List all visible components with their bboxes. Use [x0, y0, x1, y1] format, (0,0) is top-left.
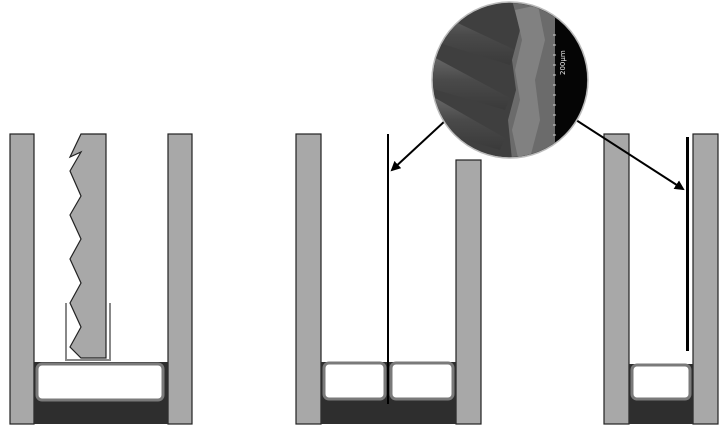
right-wall: [455, 159, 482, 425]
panel-1: [9, 133, 193, 425]
arrow-to-panel-2: [390, 119, 447, 172]
panel-3: [603, 133, 719, 425]
cell-left: [322, 361, 387, 401]
right-wall: [167, 133, 193, 425]
serrated-electrode: [68, 133, 107, 359]
film: [686, 137, 689, 351]
u-holder: [65, 303, 111, 361]
sem-inset: [431, 1, 589, 159]
arrow-to-panel-3: [575, 119, 685, 191]
left-wall: [603, 133, 630, 425]
substrate-black: [555, 3, 587, 157]
cell-right: [389, 361, 455, 401]
cell: [35, 362, 165, 402]
left-wall: [9, 133, 35, 425]
left-wall: [295, 133, 322, 425]
panel-2: [295, 133, 482, 425]
cell: [630, 363, 692, 401]
right-wall: [692, 133, 719, 425]
scale-bar-label: 200µm: [559, 50, 567, 75]
